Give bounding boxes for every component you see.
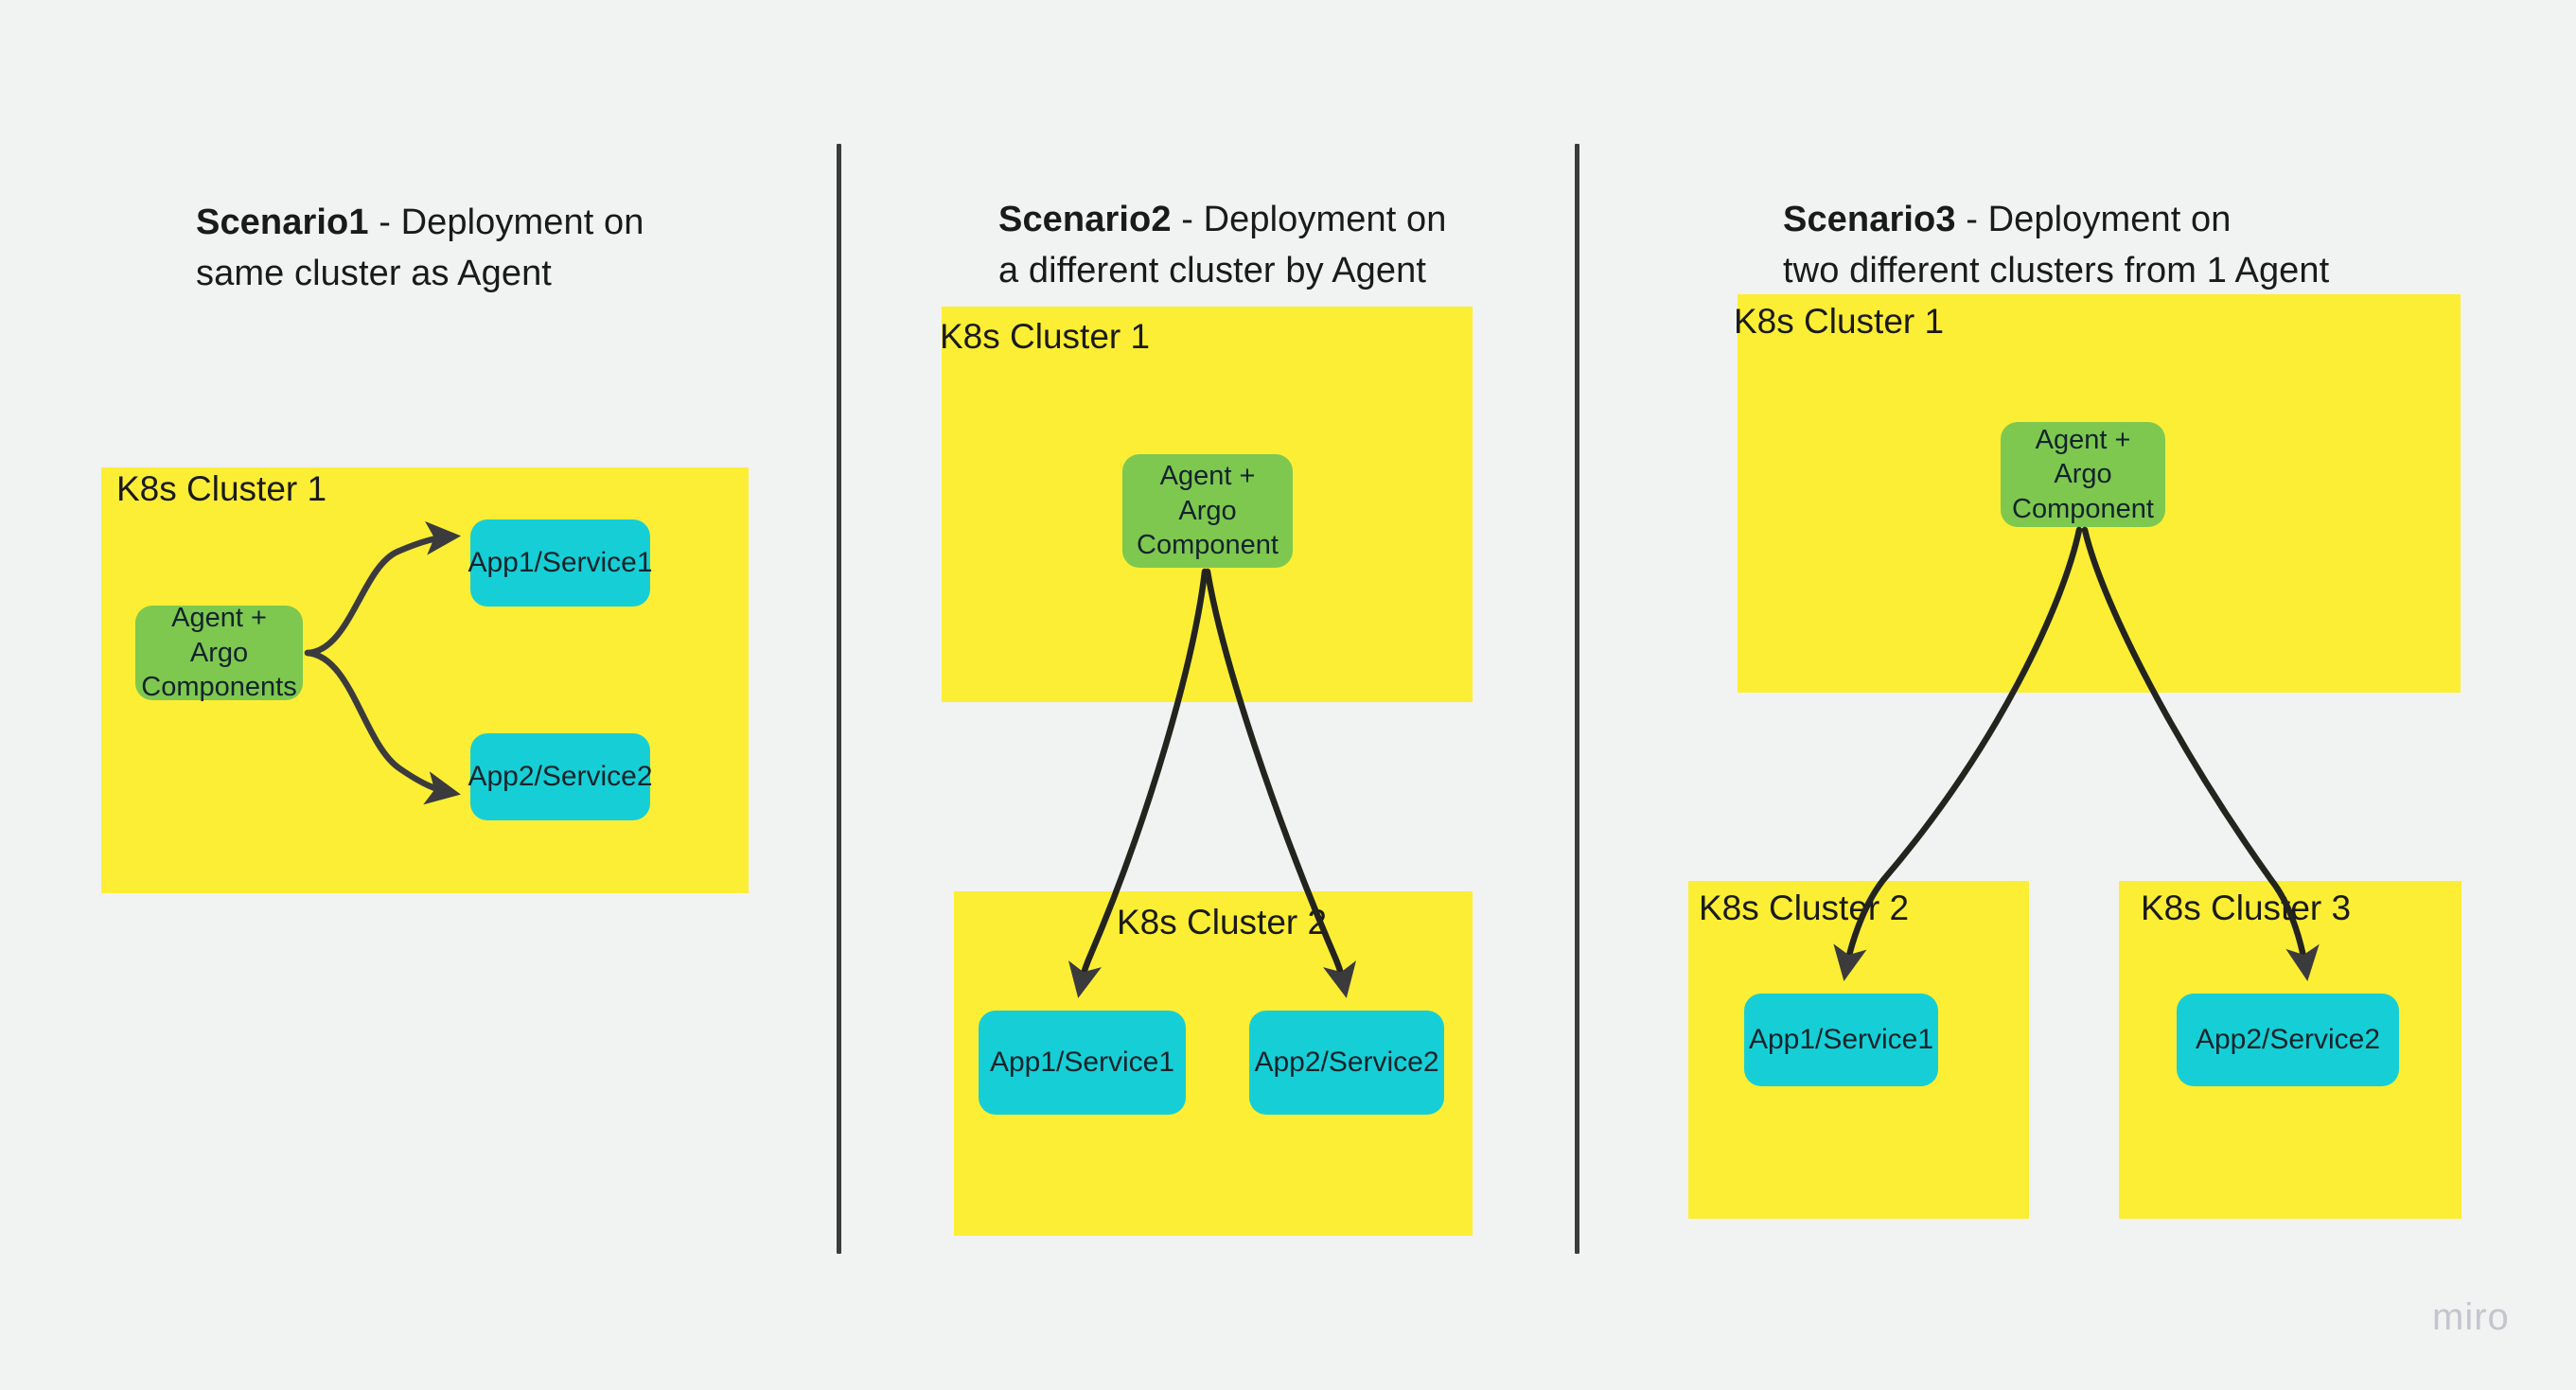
scenario1-title-rest: - Deployment on same cluster as Agent bbox=[196, 202, 644, 293]
scenario3-cluster2-label: K8s Cluster 2 bbox=[1699, 889, 1910, 927]
scenario2-cluster1-label: K8s Cluster 1 bbox=[940, 317, 1151, 356]
scenario1-cluster1-label: K8s Cluster 1 bbox=[116, 469, 327, 508]
divider-1 bbox=[837, 144, 841, 1254]
scenario2-cluster2-label: K8s Cluster 2 bbox=[1117, 903, 1328, 941]
scenario1-app2-node[interactable]: App2/Service2 bbox=[468, 733, 653, 820]
scenario2-title: Scenario2 - Deployment on a different cl… bbox=[998, 144, 1447, 297]
scenario1-app1-node[interactable]: App1/Service1 bbox=[468, 519, 653, 607]
scenario1-title-strong: Scenario1 bbox=[196, 202, 369, 242]
scenario2-agent-node[interactable]: Agent + Argo Component bbox=[1122, 454, 1293, 568]
scenario3-app2-node[interactable]: App2/Service2 bbox=[2177, 994, 2399, 1086]
scenario3-title: Scenario3 - Deployment on two different … bbox=[1783, 144, 2329, 297]
scenario3-app1-node[interactable]: App1/Service1 bbox=[1744, 994, 1938, 1086]
miro-watermark: miro bbox=[2432, 1296, 2510, 1338]
divider-2 bbox=[1575, 144, 1579, 1254]
scenario3-title-strong: Scenario3 bbox=[1783, 199, 1956, 239]
scenario3-cluster1-label: K8s Cluster 1 bbox=[1734, 302, 1945, 341]
scenario3-cluster3-label: K8s Cluster 3 bbox=[2141, 889, 2352, 927]
scenario2-title-rest: - Deployment on a different cluster by A… bbox=[998, 199, 1447, 290]
scenario3-title-rest: - Deployment on two different clusters f… bbox=[1783, 199, 2330, 290]
scenario2-app1-node[interactable]: App1/Service1 bbox=[979, 1011, 1186, 1115]
scenario1-agent-node[interactable]: Agent + Argo Components bbox=[135, 603, 303, 702]
scenario2-title-strong: Scenario2 bbox=[998, 199, 1172, 239]
scenario1-title: Scenario1 - Deployment on same cluster a… bbox=[196, 147, 644, 300]
scenario2-app2-node[interactable]: App2/Service2 bbox=[1249, 1011, 1444, 1115]
scenario3-agent-node[interactable]: Agent + Argo Component bbox=[2001, 422, 2165, 527]
